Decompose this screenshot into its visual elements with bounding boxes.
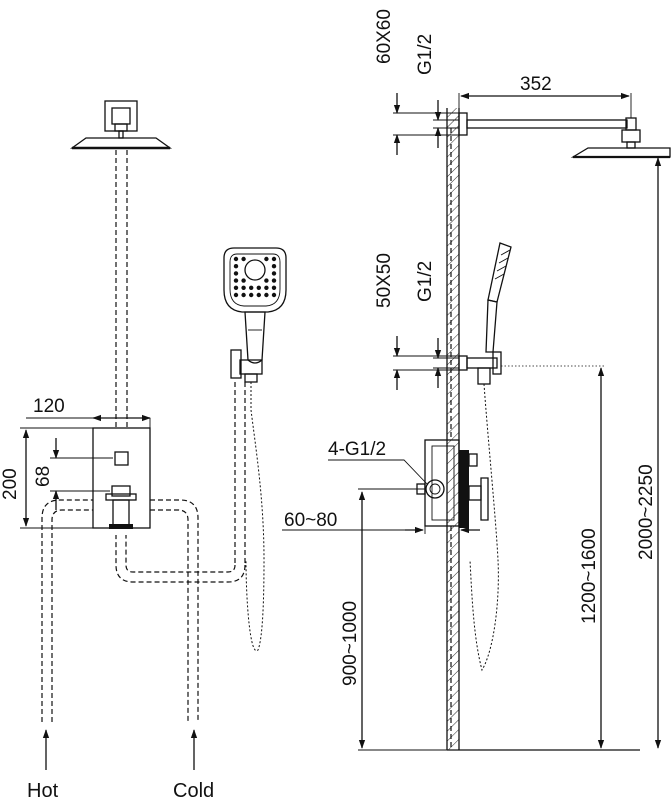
- nozzle-dot: [233, 271, 239, 276]
- nozzle-dot: [241, 292, 246, 298]
- wall-section: [446, 108, 640, 751]
- dim-overhead-height: [636, 147, 662, 749]
- overhead-arm: [458, 112, 671, 159]
- nozzle-dot: [241, 278, 246, 283]
- dim-top-plate-label: 60X60: [374, 9, 395, 64]
- nozzle-dot: [271, 278, 277, 283]
- overhead-shower-head-icon: [69, 100, 173, 150]
- nozzle-dot: [264, 256, 269, 262]
- dim-mid-plate-label: 50X50: [374, 253, 395, 308]
- nozzle-dot: [264, 292, 269, 298]
- dim-valve-height-label: 900~1000: [340, 601, 361, 686]
- dim-mid-thread-label: G1/2: [415, 261, 436, 302]
- dim-line-height-total: [20, 427, 93, 529]
- side-shower-hose: [469, 383, 499, 672]
- dim-arm-length-label: 352: [520, 74, 552, 95]
- dim-valve-depth: [282, 526, 480, 534]
- dim-outlet-height-label: 1200~1600: [579, 528, 600, 624]
- dim-width-label: 120: [33, 396, 65, 417]
- nozzle-dot: [233, 292, 239, 298]
- dim-top-thread-label: G1/2: [415, 34, 436, 75]
- nozzle-dot: [233, 285, 239, 290]
- nozzle-dot: [256, 292, 261, 298]
- shower-hose: [245, 382, 265, 652]
- nozzle-dot: [241, 256, 246, 262]
- nozzle-dot: [271, 256, 277, 262]
- valve-thread-leader: [328, 459, 429, 486]
- nozzle-dot: [233, 264, 239, 269]
- nozzle-dot: [249, 285, 254, 290]
- dim-outlet-height: [501, 365, 605, 749]
- side-view: 352 60X60 G1/2 50X50 G1/2 4-G1/2 60~80 9…: [282, 9, 671, 751]
- dim-overhead-height-label: 2000~2250: [636, 464, 657, 560]
- dim-valve-height: [358, 488, 447, 751]
- dim-valve-depth-label: 60~80: [284, 510, 337, 531]
- cold-label: Cold: [173, 780, 214, 800]
- dim-line-height-inner: [50, 438, 113, 510]
- nozzle-dot: [271, 285, 277, 290]
- nozzle-dot: [241, 285, 246, 290]
- nozzle-dot: [264, 278, 269, 283]
- dim-height-inner-label: 68: [33, 466, 54, 487]
- supply-pipes: [41, 499, 199, 722]
- nozzle-dot: [271, 264, 277, 269]
- dim-valve-threads-label: 4-G1/2: [328, 439, 386, 460]
- dim-height-total-label: 200: [0, 468, 21, 500]
- nozzle-dot: [264, 285, 269, 290]
- dim-mid-plate: [393, 336, 459, 390]
- dim-arm-length: [458, 92, 632, 118]
- side-hand-shower-icon: [458, 242, 512, 385]
- front-view: 120 200 68 Hot Cold: [0, 100, 287, 800]
- nozzle-dot: [249, 292, 254, 298]
- nozzle-dot: [233, 256, 239, 262]
- outlet-pipe: [115, 382, 246, 583]
- hot-label: Hot: [27, 780, 59, 800]
- nozzle-dot: [271, 271, 277, 276]
- hand-shower-icon: [223, 247, 287, 383]
- nozzle-dot: [271, 292, 277, 298]
- nozzle-dot: [233, 278, 239, 283]
- dim-top-plate: [393, 93, 459, 155]
- riser-pipe: [115, 150, 128, 428]
- nozzle-dot: [256, 285, 261, 290]
- mixer-valve-plate: [92, 427, 151, 529]
- dim-line-width: [26, 414, 151, 428]
